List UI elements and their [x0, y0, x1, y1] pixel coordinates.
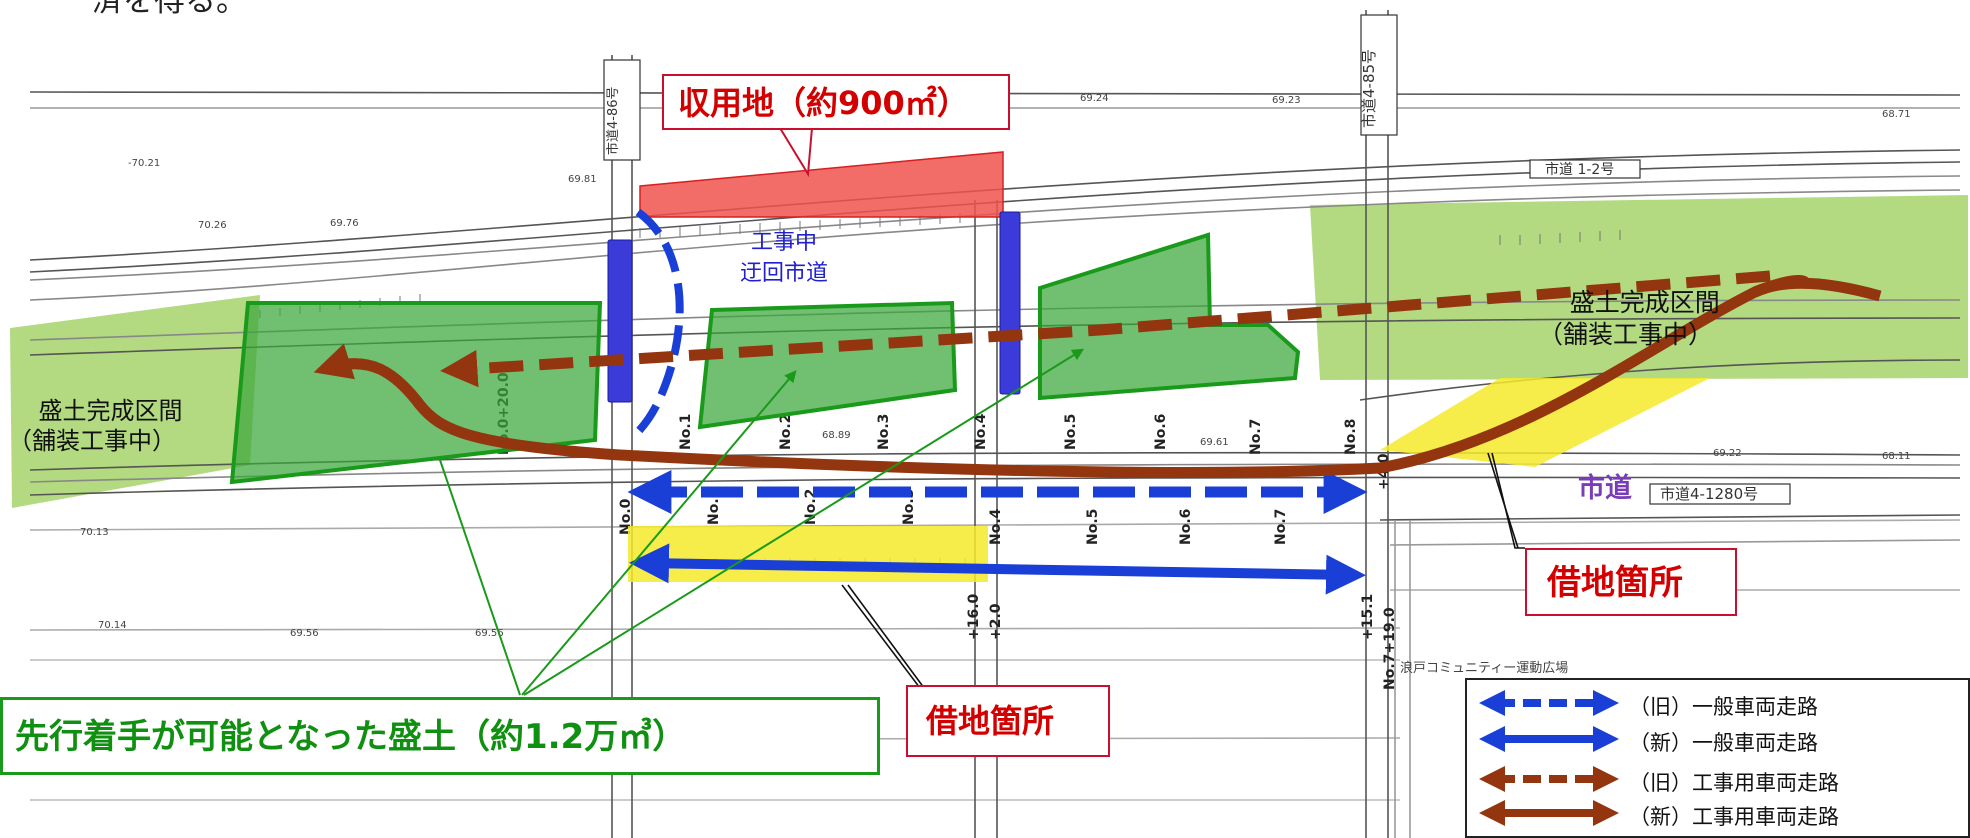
- elevation-5: 69.24: [1080, 93, 1109, 104]
- callout-expropriated-land: 収用地（約900㎡）: [662, 74, 1010, 130]
- elevation-9: 69.61: [1200, 437, 1229, 448]
- callout-early-embankment: 先行着手が可能となった盛土（約1.2万㎥）: [0, 697, 880, 775]
- station-no7-lower: No.7: [1273, 509, 1289, 545]
- elevation-13: 70.14: [98, 620, 127, 631]
- legend-swatch-old-general: [1479, 690, 1619, 716]
- city-road-text: 市道: [1578, 473, 1632, 504]
- station-no1-upper: No.1: [678, 414, 694, 450]
- expropriated-callout-pointer: [778, 127, 814, 178]
- elevation-12: 70.13: [80, 527, 109, 538]
- station-no6-lower: No.6: [1178, 509, 1194, 545]
- road-label-4-86: 市道4-86号: [605, 86, 621, 155]
- elevation-14: 69.56: [290, 628, 319, 639]
- expropriated-land-area: [639, 151, 1004, 218]
- embankment-area-2: [697, 300, 958, 430]
- detour-line1: 工事中: [751, 230, 818, 255]
- legend-swatch-old-construction: [1479, 766, 1619, 792]
- elevation-10: 69.22: [1713, 448, 1742, 459]
- road-label-4-1280: 市道4-1280号: [1660, 485, 1758, 503]
- borrowed-land-lower-strip: [628, 526, 988, 582]
- new-general-vehicle-route: [629, 543, 1366, 595]
- top-text: 済を得る。: [92, 0, 247, 19]
- road-plates: [603, 14, 1791, 505]
- station-no8-upper: No.8: [1343, 419, 1359, 455]
- elevation-4: 69.76: [330, 218, 359, 229]
- callout-borrowed-bottom-text: 借地箇所: [926, 702, 1055, 740]
- road-plate-labels: 市道 1-2号 市道4-1280号 市道4-86号 市道4-85号: [605, 49, 1758, 503]
- callout-expropriated-text: 収用地（約900㎡）: [678, 84, 969, 122]
- station-no5-upper: No.5: [1063, 414, 1079, 450]
- station-no7-upper: No.7: [1248, 419, 1264, 455]
- completed-embankment-left: [10, 295, 260, 508]
- station-no2-upper: No.2: [778, 414, 794, 450]
- station-no6-upper: No.6: [1153, 414, 1169, 450]
- label-city-road: 市道: [1578, 472, 1632, 506]
- park-label: 浪戸コミュニティー運動広場: [1400, 661, 1568, 676]
- detour-route: [629, 208, 684, 441]
- elevation-6: 69.23: [1272, 95, 1301, 106]
- legend-swatch-new-construction: [1479, 800, 1619, 826]
- elevation-3: 70.26: [198, 220, 227, 231]
- elevation-1: -70.21: [128, 158, 160, 169]
- callout-borrowed-land-bottom: 借地箇所: [906, 685, 1110, 757]
- station-2-0: +2.0: [988, 603, 1004, 640]
- callout-early-embankment-text: 先行着手が可能となった盛土（約1.2万㎥）: [15, 717, 687, 757]
- station-16-0: +16.0: [966, 593, 982, 640]
- station-no4-upper: No.4: [973, 413, 989, 450]
- embankment-area-3: [1038, 232, 1301, 401]
- detour-line2: 迂回市道: [740, 260, 829, 286]
- embankment-left-text: 盛土完成区間 （舗装工事中）: [8, 397, 183, 455]
- station-no5-lower: No.5: [1085, 509, 1101, 545]
- legend-item-old-general: （旧）一般車両走路: [1467, 688, 1968, 719]
- new-construction-vehicle-route: [313, 277, 1882, 478]
- legend-label-old-construction: （旧）工事用車両走路: [1629, 771, 1839, 795]
- label-embankment-right: 盛土完成区間 （舗装工事中）: [1538, 256, 1720, 381]
- road-label-1-2: 市道 1-2号: [1545, 161, 1614, 178]
- label-detour: 工事中 迂回市道: [740, 228, 828, 290]
- station-no3-upper: No.3: [876, 414, 892, 450]
- legend-label-new-general: （新）一般車両走路: [1629, 731, 1818, 755]
- station-no7-19: No.7+19.0: [1382, 607, 1398, 690]
- callout-borrowed-right-text: 借地箇所: [1547, 563, 1683, 603]
- elevation-15: 69.56: [475, 628, 504, 639]
- legend-label-old-general: （旧）一般車両走路: [1629, 695, 1818, 719]
- station-no4-lower: No.4: [988, 508, 1004, 545]
- legend-label-new-construction: （新）工事用車両走路: [1629, 805, 1839, 829]
- label-embankment-left: 盛土完成区間 （舗装工事中）: [8, 366, 183, 486]
- callout-borrowed-land-right: 借地箇所: [1525, 548, 1737, 616]
- legend: （旧）一般車両走路 （新）一般車両走路 （旧）工事用車両走路: [1465, 678, 1970, 838]
- legend-swatch-new-general: [1479, 726, 1619, 752]
- road-label-4-85: 市道4-85号: [1360, 49, 1378, 128]
- legend-item-old-construction: （旧）工事用車両走路: [1467, 764, 1968, 795]
- elevation-11: 68.11: [1882, 451, 1911, 462]
- elevation-8: 68.89: [822, 430, 851, 441]
- station-15-1: +15.1: [1360, 594, 1376, 640]
- elevation-2: 69.81: [568, 174, 597, 185]
- new-construction-vehicle-route-branch: [1752, 274, 1809, 298]
- elevation-labels: -70.21 69.81 70.26 69.76 69.24 69.23 68.…: [80, 93, 1911, 676]
- legend-item-new-construction: （新）工事用車両走路: [1467, 798, 1968, 829]
- elevation-7: 68.71: [1882, 109, 1911, 120]
- legend-item-new-general: （新）一般車両走路: [1467, 724, 1968, 755]
- structure-left: [607, 239, 633, 403]
- top-text-fragment: 済を得る。: [92, 0, 247, 21]
- structure-right: [999, 211, 1021, 395]
- embankment-right-text: 盛土完成区間 （舗装工事中）: [1538, 288, 1720, 349]
- old-construction-vehicle-route: [440, 270, 1771, 388]
- embankment-callout-leaders: [439, 348, 1085, 696]
